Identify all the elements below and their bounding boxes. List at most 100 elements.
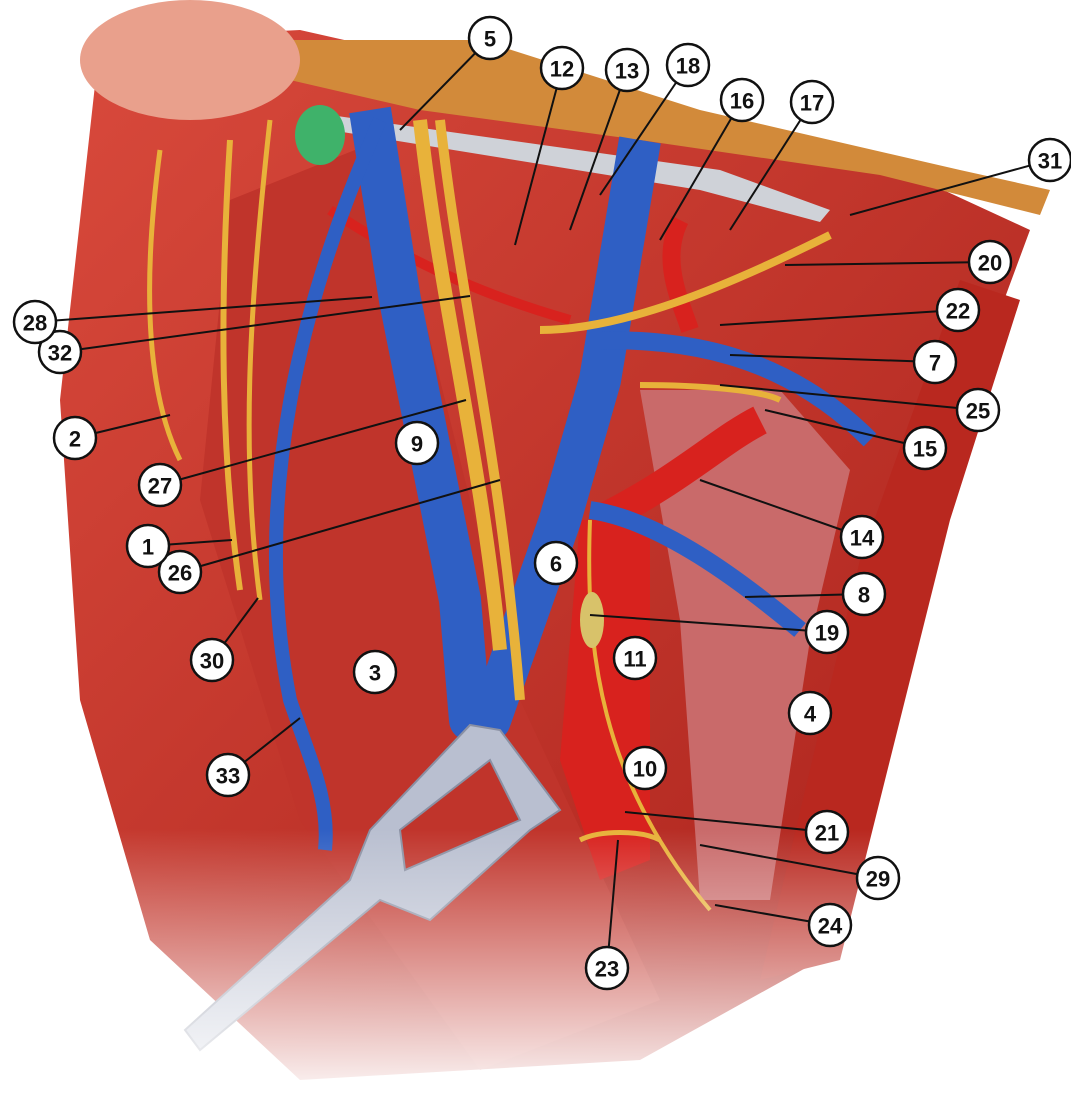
label-number: 13 — [615, 59, 639, 84]
label-circle — [665, 42, 711, 88]
label-number: 32 — [48, 341, 72, 366]
label-circle — [52, 415, 98, 461]
label-14: 14 — [839, 514, 885, 560]
label-circle — [935, 287, 981, 333]
label-29: 29 — [855, 855, 901, 901]
label-number: 10 — [633, 757, 657, 782]
leader-line-29 — [699, 844, 879, 879]
label-number: 16 — [730, 89, 754, 114]
label-circle — [719, 77, 765, 123]
label-1: 1 — [125, 523, 171, 569]
label-25: 25 — [955, 387, 1001, 433]
label-circle — [189, 637, 235, 683]
label-circle — [912, 339, 958, 385]
label-circle — [1027, 137, 1071, 183]
label-4: 4 — [787, 690, 833, 736]
label-number: 25 — [966, 399, 990, 424]
label-5: 5 — [467, 15, 513, 61]
label-10: 10 — [622, 745, 668, 791]
label-21: 21 — [804, 809, 850, 855]
label-circle — [841, 571, 887, 617]
label-circle — [125, 523, 171, 569]
label-8: 8 — [841, 571, 887, 617]
label-number: 3 — [369, 661, 381, 686]
label-15: 15 — [902, 425, 948, 471]
leader-line-7 — [729, 354, 936, 363]
label-number: 12 — [550, 57, 574, 82]
label-circle — [902, 425, 948, 471]
leader-line-28 — [34, 296, 373, 323]
label-number: 28 — [23, 311, 47, 336]
label-number: 19 — [815, 621, 839, 646]
label-number: 20 — [978, 251, 1002, 276]
label-number: 22 — [946, 299, 970, 324]
label-number: 1 — [142, 535, 154, 560]
leader-line-13 — [569, 69, 628, 231]
leader-line-19 — [589, 614, 828, 633]
label-number: 21 — [815, 821, 839, 846]
label-circle — [394, 420, 440, 466]
label-number: 18 — [676, 54, 700, 79]
leader-line-20 — [784, 261, 991, 266]
label-11: 11 — [612, 635, 658, 681]
label-22: 22 — [935, 287, 981, 333]
label-circle — [539, 45, 585, 91]
label-circle — [787, 690, 833, 736]
label-number: 30 — [200, 649, 224, 674]
label-circle — [839, 514, 885, 560]
label-7: 7 — [912, 339, 958, 385]
label-circle — [205, 752, 251, 798]
label-circle — [604, 47, 650, 93]
label-20: 20 — [967, 239, 1013, 285]
label-circle — [807, 902, 853, 948]
label-24: 24 — [807, 902, 853, 948]
label-number: 23 — [595, 957, 619, 982]
label-number: 11 — [623, 647, 646, 672]
label-30: 30 — [189, 637, 235, 683]
label-6: 6 — [533, 540, 579, 586]
leader-line-26 — [179, 479, 501, 573]
label-27: 27 — [137, 462, 183, 508]
label-number: 4 — [804, 702, 817, 727]
label-3: 3 — [352, 649, 398, 695]
label-circle — [584, 945, 630, 991]
label-number: 33 — [216, 764, 240, 789]
label-circle — [967, 239, 1013, 285]
label-circle — [137, 462, 183, 508]
label-23: 23 — [584, 945, 630, 991]
label-number: 7 — [929, 351, 941, 376]
label-circle — [804, 609, 850, 655]
label-number: 15 — [913, 437, 937, 462]
label-2: 2 — [52, 415, 98, 461]
label-circle — [533, 540, 579, 586]
label-circle — [612, 635, 658, 681]
label-circle — [789, 79, 835, 125]
label-33: 33 — [205, 752, 251, 798]
label-circle — [352, 649, 398, 695]
label-32: 32 — [37, 329, 83, 375]
label-16: 16 — [719, 77, 765, 123]
leader-line-31 — [849, 159, 1051, 216]
label-18: 18 — [665, 42, 711, 88]
label-9: 9 — [394, 420, 440, 466]
label-number: 26 — [168, 561, 192, 586]
label-number: 27 — [148, 474, 172, 499]
label-number: 6 — [550, 552, 562, 577]
leader-line-14 — [699, 479, 863, 538]
label-circle — [804, 809, 850, 855]
label-13: 13 — [604, 47, 650, 93]
leader-line-16 — [659, 99, 743, 241]
label-number: 17 — [800, 91, 824, 116]
label-31: 31 — [1027, 137, 1071, 183]
leader-line-32 — [59, 295, 471, 353]
label-number: 9 — [411, 432, 423, 457]
label-number: 5 — [484, 27, 496, 52]
label-number: 2 — [69, 427, 81, 452]
label-circle — [955, 387, 1001, 433]
leader-line-17 — [729, 101, 813, 231]
label-26: 26 — [157, 549, 203, 595]
label-number: 14 — [850, 526, 875, 551]
label-circle — [467, 15, 513, 61]
